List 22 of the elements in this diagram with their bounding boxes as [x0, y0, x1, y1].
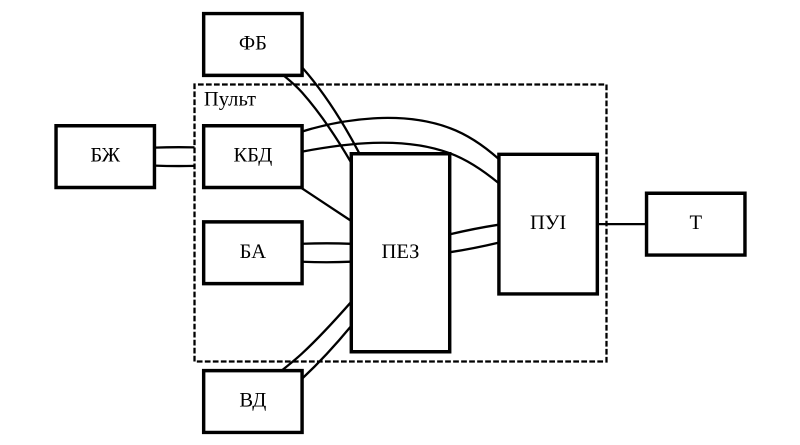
- node-box: Т: [644, 191, 746, 256]
- connector: [449, 223, 498, 235]
- connector: [280, 300, 352, 371]
- connector: [300, 186, 352, 222]
- connector: [302, 260, 351, 263]
- connector: [597, 222, 646, 225]
- connector: [301, 66, 360, 154]
- connector: [301, 116, 499, 160]
- connector: [282, 74, 352, 163]
- connector: [154, 146, 194, 148]
- connector: [302, 242, 351, 244]
- node-box: БЖ: [54, 124, 156, 189]
- connector: [302, 141, 499, 184]
- node-box: ПЕЗ: [349, 152, 451, 353]
- connector: [301, 324, 352, 378]
- node-box: ПУI: [496, 152, 599, 296]
- node-box: БА: [201, 220, 304, 285]
- connector: [449, 240, 499, 253]
- node-box: ФБ: [201, 11, 304, 77]
- node-box: КБД: [201, 124, 304, 189]
- node-box: ВД: [201, 368, 304, 434]
- connector: [154, 164, 194, 167]
